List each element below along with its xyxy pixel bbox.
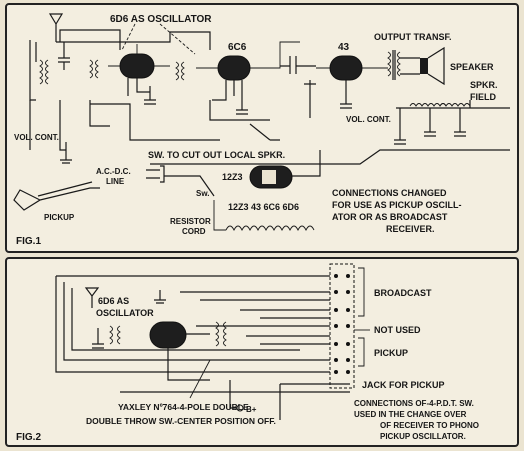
tube-6c6-label: 6C6 [228,42,247,53]
fig2-frame [5,257,519,447]
acdc-line-label-1: A.C.-D.C. [96,167,131,176]
switch-label: SW. TO CUT OUT LOCAL SPKR. [148,150,285,160]
heater-string-icon [213,200,315,232]
fig2-caption: FIG.2 [16,432,41,443]
output-transformer-icon [387,50,401,80]
ground-icon [60,142,72,164]
fig1-note-line-2: FOR USE AS PICKUP OSCILL- [332,200,462,210]
fig2-note-line-1: CONNECTIONS OF-4-P.D.T. SW. [354,399,474,408]
oscillator-label: 6D6 AS OSCILLATOR [110,14,212,25]
pickup-icon [13,181,100,211]
yaxley-label-2: DOUBLE THROW SW.-CENTER POSITION OFF. [86,416,276,426]
tube-43 [304,55,388,118]
switch-brackets [358,267,365,367]
fig2-note-line-3: OF RECEIVER TO PHONO [380,421,479,430]
yaxley-pointer [189,359,211,399]
rectifier-label: 12Z3 [222,172,243,182]
fig2-antenna-icon [84,287,166,308]
bplus-label: B+ [246,405,257,414]
oscillator-pointer [121,23,196,55]
vol-cont-left-label: VOL. CONT. [14,133,59,142]
output-transformer-label: OUTPUT TRANSF. [374,32,452,42]
fig1-note-line-4: RECEIVER. [386,224,435,234]
coupling-capacitor-icon [280,56,316,74]
fig2-note-line-4: PICKUP OSCILLATOR. [380,432,466,441]
fig1-panel: 6D6 AS OSCILLATOR 6C6 43 OUTPUT TRANSF. [5,3,519,253]
speaker-field-label-1: SPKR. [470,80,498,90]
fig1-caption: FIG.1 [16,236,41,247]
fig2-oscillator-tube [92,321,227,381]
filter-capacitors [394,108,466,145]
broadcast-label: BROADCAST [374,288,432,298]
heater-string-label: 12Z3 43 6C6 6D6 [228,202,299,212]
tube-6c6 [175,41,300,115]
pickup-position-label: PICKUP [374,348,408,358]
jack-label: JACK FOR PICKUP [362,380,445,390]
pickup-jack-icon [330,383,350,393]
not-used-label: NOT USED [374,325,421,335]
yaxley-label-1: YAXLEY Nº764-4-POLE DOUBLE [118,402,249,412]
pickup-label: PICKUP [44,213,75,222]
line-plug-icon [146,165,165,183]
bplus-terminal-icon [236,404,244,412]
fig2-outer-wiring [55,275,330,373]
oscillator-tube-6d6 [89,44,170,105]
four-pole-switch-icon [329,263,355,389]
rectifier-tube-12z3 [164,150,321,197]
fig2-note-line-2: USED IN THE CHANGE OVER [354,410,467,419]
fig2-osc-label-2: OSCILLATOR [96,308,154,318]
fig1-note-line-1: CONNECTIONS CHANGED [332,188,447,198]
resistor-cord-label-2: CORD [182,227,206,236]
vol-cont-right-label: VOL. CONT. [346,115,391,124]
speaker-icon [400,46,445,86]
fig2-panel: 6D6 AS OSCILLATOR B+ BROADCAST [5,257,519,447]
sw-label: Sw. [196,189,209,198]
fig1-note-line-3: ATOR OR AS BROADCAST [332,212,448,222]
fig2-osc-label-1: 6D6 AS [98,296,129,306]
bplus-lead [229,380,236,409]
fig1-b-line [150,149,510,165]
acdc-line-label-2: LINE [106,177,125,186]
local-speaker-switch [209,100,280,141]
speaker-field-label-2: FIELD [470,92,496,102]
speaker-label: SPEAKER [450,62,494,72]
antenna-icon [48,13,64,42]
resistor-cord-label-1: RESISTOR [170,217,211,226]
speaker-field-icon [396,100,510,109]
fig1-left-wiring [29,100,220,151]
fig2-switch-wiring [120,291,330,420]
tube-43-label: 43 [338,42,350,53]
